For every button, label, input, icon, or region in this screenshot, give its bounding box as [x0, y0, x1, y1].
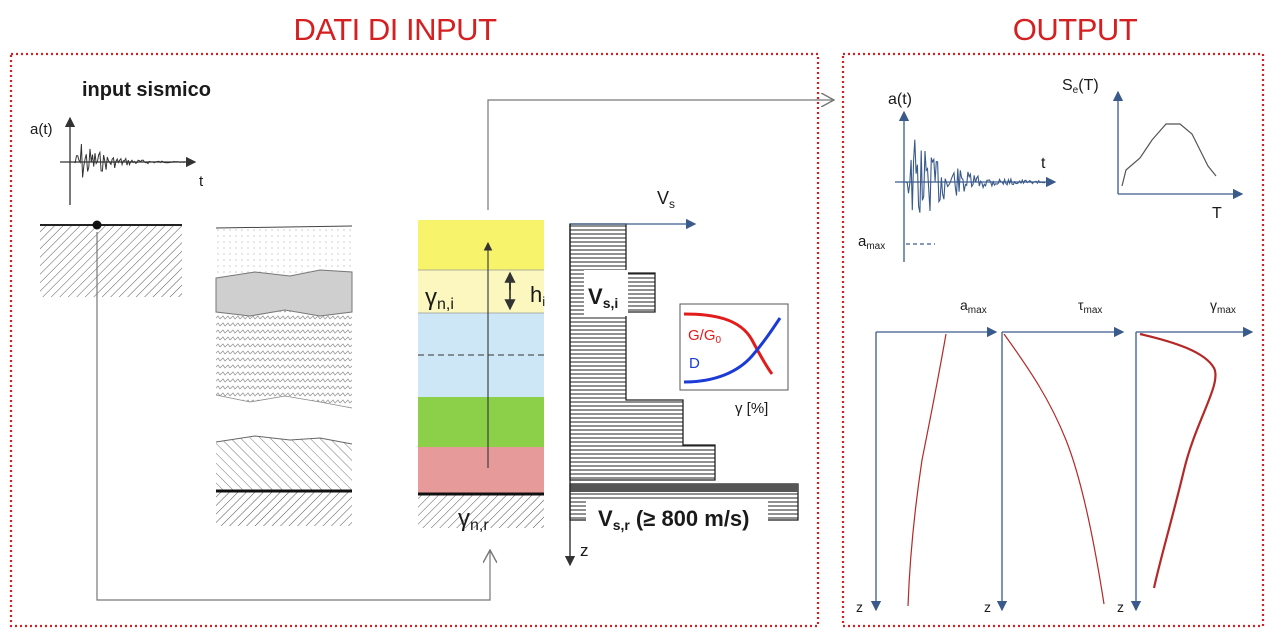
damping-curve — [683, 317, 782, 384]
output-header: OUTPUT — [1013, 12, 1138, 47]
depth-profile-tau — [996, 326, 1125, 612]
output-signal — [905, 139, 1046, 213]
strain-label: γ [%] — [735, 400, 768, 417]
spectrum-curve — [1121, 123, 1217, 187]
bedrock-layer — [418, 495, 544, 528]
out-accel-x-label: t — [1041, 155, 1046, 172]
gamma-bedrock-label: γn,r — [458, 505, 489, 534]
vs-axis-label: Vs — [657, 188, 675, 211]
out-accel-y-label: a(t) — [888, 91, 912, 108]
vs-profile — [569, 223, 799, 536]
layer-4 — [418, 397, 544, 447]
gg0-label: G/G0 — [688, 327, 722, 346]
gg0-curve — [683, 312, 774, 375]
seismic-x-label: t — [199, 173, 204, 190]
profile-gamma-z-label: z — [1117, 599, 1124, 615]
gamma-layer-label: γn,i — [425, 284, 454, 313]
out-amax-label: amax — [858, 233, 885, 252]
depth-profile-gamma — [1130, 326, 1254, 612]
profile-tau-z-label: z — [984, 599, 991, 615]
profile-gamma-label: γmax — [1210, 297, 1236, 316]
seismic-signal — [73, 143, 186, 178]
damping-label: D — [689, 355, 700, 372]
layer-1 — [418, 220, 544, 270]
seismic-y-label: a(t) — [30, 121, 53, 138]
input-frame — [9, 52, 820, 628]
layer-model — [418, 220, 544, 528]
soil-column-sketch — [215, 225, 353, 526]
thickness-label: hi — [530, 282, 545, 309]
input-link-arrow — [96, 232, 490, 601]
output-frame — [841, 52, 1265, 628]
seismic-title: input sismico — [82, 79, 211, 101]
vs-layer-label: Vs,i — [588, 284, 618, 311]
profile-tau-label: τmax — [1078, 297, 1102, 316]
vs-bedrock-label: Vs,r (≥ 800 m/s) — [598, 506, 750, 533]
bedrock-block-left — [40, 225, 182, 297]
layer-2 — [418, 270, 544, 313]
vs-depth-label: z — [580, 541, 589, 560]
spectrum-y-label: Se(T) — [1062, 77, 1099, 96]
layer-5 — [418, 447, 544, 493]
profile-amax-label: amax — [960, 297, 987, 316]
profile-amax-z-label: z — [856, 599, 863, 615]
input-point — [92, 220, 102, 230]
input-header: DATI DI INPUT — [293, 12, 497, 47]
output-link-arrow — [487, 100, 834, 210]
depth-profile-amax — [870, 326, 998, 612]
spectrum-x-label: T — [1212, 205, 1222, 222]
degradation-curves-inset — [679, 303, 789, 391]
